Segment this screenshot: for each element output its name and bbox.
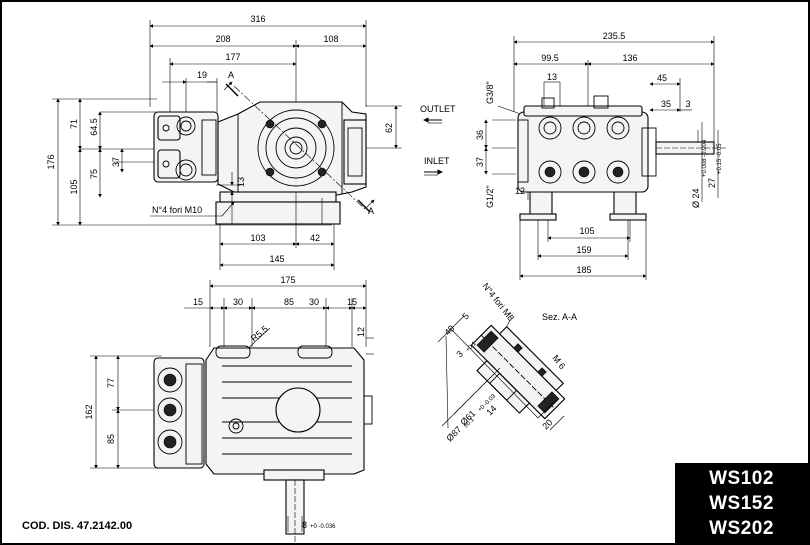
- section-mark-a-top: A: [228, 70, 234, 80]
- dim-8-tol: +0 -0.036: [310, 524, 336, 530]
- dim-5-section: 5: [460, 311, 471, 322]
- label-port-g38: G3/8": [485, 81, 495, 104]
- side-view: 316 208 108 177 19 176 71 105 64.5 75 37: [46, 14, 402, 270]
- dim-75: 75: [89, 169, 99, 179]
- dim-108: 108: [323, 34, 338, 44]
- dim-12-top: 12: [356, 327, 366, 337]
- flow-labels: OUTLET INLET: [420, 104, 456, 176]
- dim-13-end: 13: [547, 72, 557, 82]
- label-port-g12: G1/2": [485, 185, 495, 208]
- end-view: 235.5 99.5 136 13 45 35 3 G3/8" G1/2" 36…: [475, 31, 726, 280]
- dim-71: 71: [69, 119, 79, 129]
- dim-177: 177: [225, 52, 240, 62]
- dim-12-end: 12: [515, 186, 525, 196]
- dim-77: 77: [106, 378, 116, 388]
- dim-27: 27: [707, 178, 717, 188]
- dim-37-end: 37: [475, 157, 485, 167]
- dim-42: 42: [310, 233, 320, 243]
- dim-176: 176: [46, 154, 56, 169]
- dim-175: 175: [280, 275, 295, 285]
- label-section-a-a: Sez. A-A: [542, 312, 577, 322]
- label-holes-m8: N°4 fori M8: [480, 281, 516, 323]
- top-view: 175 15 30 85 30 15 R5.5 12 162 77 85: [84, 275, 374, 542]
- dim-13: 13: [236, 177, 246, 187]
- dim-45: 45: [657, 73, 667, 83]
- dim-159: 159: [576, 245, 591, 255]
- dim-37: 37: [111, 157, 121, 167]
- dim-208: 208: [215, 34, 230, 44]
- dim-35: 35: [661, 99, 671, 109]
- dim-diameter-24-tol: +0.008 -0.004: [702, 139, 708, 177]
- dim-3-section: 3: [454, 349, 465, 360]
- label-inlet: INLET: [424, 156, 450, 166]
- dim-64-5: 64.5: [89, 118, 99, 136]
- dim-85: 85: [284, 297, 294, 307]
- dim-diameter-87: Ø87: [444, 424, 463, 443]
- model-name: WS202: [709, 517, 774, 539]
- drawing-code: COD. DIS. 47.2142.00: [22, 520, 133, 532]
- dim-15-right: 15: [347, 297, 357, 307]
- dim-15-left: 15: [193, 297, 203, 307]
- dim-105-end: 105: [579, 226, 594, 236]
- model-box: WS102 WS152 WS202: [675, 463, 808, 543]
- model-name: WS152: [709, 492, 774, 514]
- dim-3: 3: [685, 99, 690, 109]
- dim-162: 162: [84, 404, 94, 419]
- label-thread-m6: M 6: [550, 353, 567, 371]
- dim-185: 185: [576, 265, 591, 275]
- dim-316: 316: [250, 14, 265, 24]
- dim-20-section: 20: [540, 417, 554, 431]
- dim-19: 19: [197, 70, 207, 80]
- dim-103: 103: [250, 233, 265, 243]
- section-mark-a-bottom: A: [368, 206, 374, 216]
- section-view: Sez. A-A N°4 fori M8 M 6 5 40 3 +0.1 14 …: [437, 281, 577, 443]
- label-outlet: OUTLET: [420, 104, 456, 114]
- dim-8: 8: [302, 520, 307, 530]
- label-holes-m10: N°4 fori M10: [152, 205, 202, 215]
- dim-105: 105: [69, 179, 79, 194]
- dim-136: 136: [622, 53, 637, 63]
- dim-30-left: 30: [233, 297, 243, 307]
- dim-diameter-24: Ø 24: [691, 188, 701, 208]
- dim-27-tol: +0.15 -0.05: [717, 143, 723, 174]
- dim-99-5: 99.5: [541, 53, 559, 63]
- model-name: WS102: [709, 467, 774, 489]
- dim-235-5: 235.5: [603, 31, 626, 41]
- dim-30-right: 30: [309, 297, 319, 307]
- dim-36: 36: [475, 130, 485, 140]
- dim-62: 62: [384, 123, 394, 133]
- dim-145: 145: [269, 254, 284, 264]
- dim-85-vertical: 85: [106, 434, 116, 444]
